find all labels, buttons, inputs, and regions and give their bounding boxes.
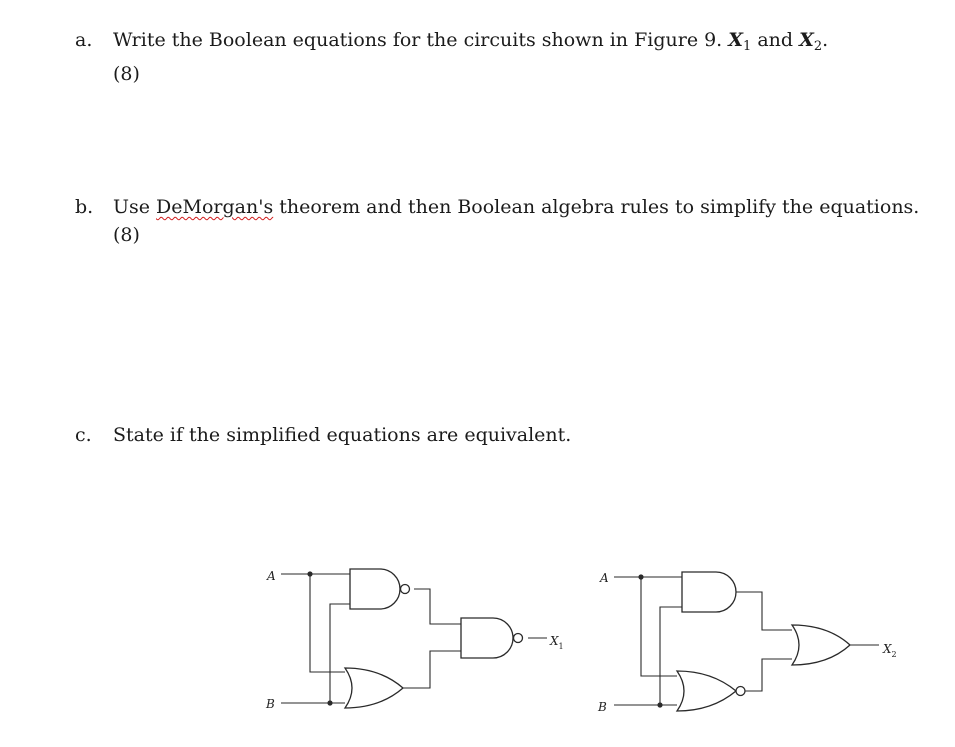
circuit-2-wire-g2-out: [745, 658, 792, 692]
question-b-text: Use DeMorgan's theorem and then Boolean …: [113, 196, 919, 220]
question-a-text: Write the Boolean equations for the circ…: [113, 29, 829, 54]
circuit-1-nand-gate-output-bubble: [512, 632, 524, 644]
circuit-2-wire-g1-out: [736, 591, 792, 631]
var-x1-subscript: 1: [743, 39, 752, 54]
circuit-2-and-gate: [681, 571, 737, 613]
var-x1: X: [728, 29, 744, 51]
circuit-1-nand-gate-output: [460, 617, 514, 659]
question-b-marks: (8): [113, 224, 140, 246]
circuit-2-junction-b: [657, 702, 663, 708]
circuit-1-wire-b-up: [329, 603, 350, 703]
circuit-1-input-b-label: B: [265, 697, 275, 711]
spellcheck-flagged-word[interactable]: DeMorgan's: [156, 196, 274, 218]
circuit-1-nand-gate-top: [349, 568, 401, 610]
question-a-prefix: Write the Boolean equations for the circ…: [113, 29, 729, 51]
var-x2: X: [799, 29, 814, 51]
circuit-1-output-label: X1: [549, 634, 564, 651]
question-a-and: and: [751, 29, 800, 51]
circuit-1-nand-gate-top-bubble: [399, 583, 411, 595]
question-b-letter: b.: [75, 196, 94, 218]
question-a-marks: (8): [113, 63, 140, 85]
circuit-1-input-a-label: A: [266, 569, 276, 583]
circuit-2-wire-b-up: [659, 606, 682, 705]
circuit-1-junction-a: [307, 571, 313, 577]
circuit-1-junction-b: [327, 700, 333, 706]
circuit-1: A B X1: [265, 568, 564, 711]
circuit-1-wire-g1-out: [414, 588, 461, 625]
circuit-2-junction-a: [638, 574, 644, 580]
var-x2-subscript: 2: [813, 39, 823, 54]
question-c-text: State if the simplified equations are eq…: [113, 424, 572, 446]
circuit-1-wire-g2-out: [403, 650, 461, 689]
circuit-2-or-gate-output: [790, 624, 851, 666]
circuit-2-output-label: X2: [882, 642, 897, 659]
circuit-1-wire-a-down: [309, 574, 345, 673]
circuit-2-input-b-label: B: [597, 700, 607, 714]
circuit-2: A B X2: [597, 571, 897, 714]
question-c-letter: c.: [75, 424, 92, 446]
question-b-suffix: theorem and then Boolean algebra rules t…: [273, 196, 920, 218]
question-a-end: .: [822, 29, 829, 51]
circuit-2-input-a-label: A: [599, 571, 609, 585]
circuit-2-nor-gate: [675, 670, 738, 712]
question-a-letter: a.: [75, 29, 93, 51]
circuit-2-wire-a-down: [640, 577, 677, 677]
circuit-1-or-gate: [343, 667, 404, 709]
question-b-prefix: Use: [113, 196, 157, 218]
circuit-2-nor-gate-bubble: [735, 685, 746, 697]
